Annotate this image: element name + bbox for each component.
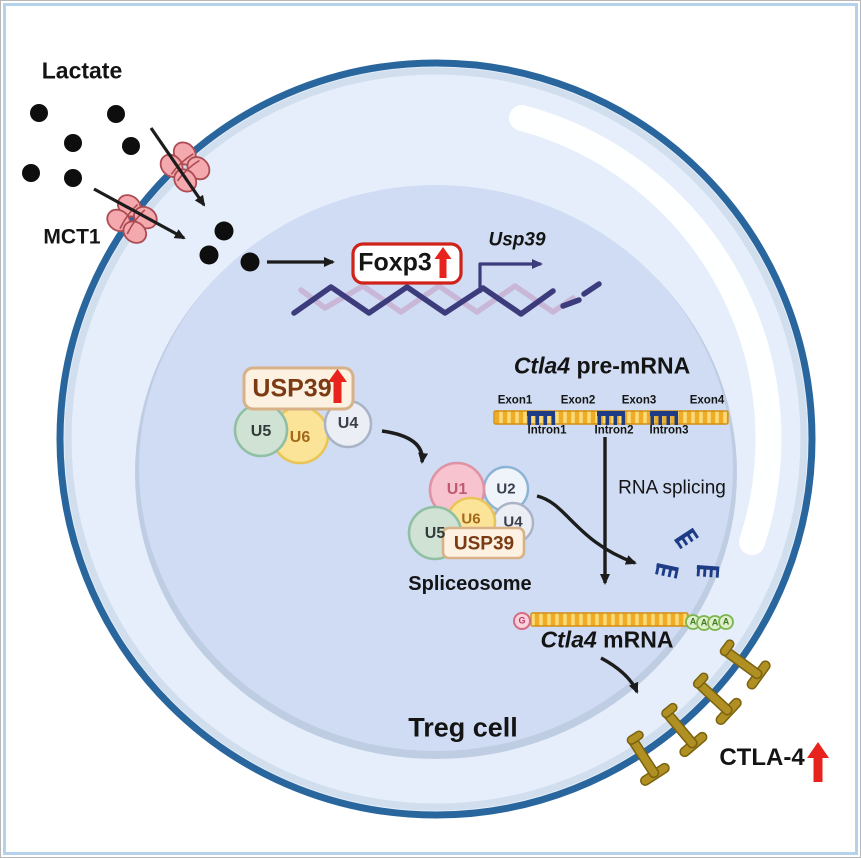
foxp3-box: [351, 242, 463, 285]
cytoplasm: [139, 185, 733, 751]
poly-a-circle: [718, 614, 734, 630]
foxp3-up-arrow-icon: [434, 247, 452, 278]
molecule-suffix: pre-mRNA: [570, 352, 691, 379]
rna-splicing-label: RNA splicing: [618, 477, 726, 499]
pre-mrna-diagram: [493, 410, 729, 425]
lactate-dot: [240, 252, 260, 272]
spliceosome-usp39-label: USP39: [453, 533, 515, 555]
ctla4-label: CTLA-4: [719, 744, 805, 771]
lactate-dot: [64, 169, 82, 187]
treg-cell-label: Treg cell: [408, 712, 518, 743]
snrnp-u4-label: U4: [503, 513, 523, 531]
lactate-dot: [214, 221, 234, 241]
arrow-intron-release: [536, 494, 637, 565]
lactate-dot: [64, 134, 82, 152]
arrow-complex-to-spliceosome: [381, 429, 429, 464]
usp39-up-arrow-icon: [328, 369, 347, 403]
dna-strand-dark: [291, 284, 556, 317]
membrane-inner-shadow: [64, 67, 808, 811]
intron1-label: Intron1: [527, 424, 567, 437]
gene-name: Ctla4: [513, 352, 571, 379]
poly-a-letter: A: [711, 617, 719, 628]
snrnp-u6-label: U6: [461, 510, 481, 528]
snrnp-u2-label: U2: [496, 480, 516, 498]
usp39-complex: [233, 366, 373, 465]
spliceosome-title: Spliceosome: [408, 573, 532, 595]
spliceosome-complex: [407, 461, 535, 561]
mct1-label: MCT1: [43, 225, 101, 249]
usp39-gene-label: Usp39: [488, 229, 546, 251]
poly-a-letter: A: [722, 616, 730, 627]
ctla4-up-arrow-icon: [807, 742, 829, 782]
mrna-five-prime-cap: [513, 612, 531, 630]
lactate-label: Lactate: [41, 57, 123, 84]
usp39-box-label: USP39: [252, 374, 332, 403]
arrow-mrna-to-membrane: [600, 656, 639, 694]
pre-mrna-title: Ctla4 pre-mRNA: [513, 352, 691, 379]
poly-a-tail: [685, 614, 734, 631]
arrow-lactate-entry-2: [93, 187, 186, 240]
transcription-arrow: [478, 259, 543, 293]
spliceosome-usp39-box: [441, 526, 526, 560]
foxp3-label: Foxp3: [358, 248, 432, 277]
dna-strand-dark-dash: [581, 281, 602, 297]
lactate-dots-outside: [22, 104, 140, 187]
lactate-dot: [122, 137, 140, 155]
snrnp-u1-label: U1: [446, 481, 468, 498]
exon1-label: Exon1: [497, 394, 533, 407]
mrna-diagram: [513, 612, 734, 631]
exon3-label: Exon3: [621, 394, 657, 407]
lactate-dot: [30, 104, 48, 122]
exon4-label: Exon4: [689, 394, 725, 407]
snrnp-u6-label: U6: [289, 429, 311, 446]
mct1-transporter: [155, 137, 215, 197]
molecule-suffix: mRNA: [596, 626, 674, 653]
cap-g-label: G: [518, 615, 526, 626]
lactate-dot: [107, 105, 125, 123]
mrna-title: Ctla4 mRNA: [540, 626, 674, 653]
usp39-box: [242, 366, 355, 411]
lactate-dots-inside: [199, 221, 260, 272]
snrnp-u4-label: U4: [337, 415, 359, 432]
snrnp-u5-label: U5: [250, 423, 272, 440]
dna-helix: [291, 281, 602, 317]
arrow-lactate-entry-1: [149, 127, 206, 207]
mrna-bar: [530, 612, 689, 627]
dna-strand-dark-dash: [560, 297, 582, 309]
treg-cell-body: [56, 59, 816, 819]
intron3-label: Intron3: [649, 424, 689, 437]
cell-gloss-highlight: [509, 105, 782, 555]
exon2-label: Exon2: [560, 394, 596, 407]
gene-name: Ctla4: [540, 626, 597, 653]
lactate-dot: [22, 164, 40, 182]
poly-a-letter: A: [689, 616, 697, 627]
mct1-transporter: [102, 189, 162, 249]
snrnp-u5-label: U5: [424, 525, 446, 542]
lactate-dot: [199, 245, 219, 265]
intron2-label: Intron2: [594, 424, 634, 437]
poly-a-letter: A: [700, 617, 708, 628]
